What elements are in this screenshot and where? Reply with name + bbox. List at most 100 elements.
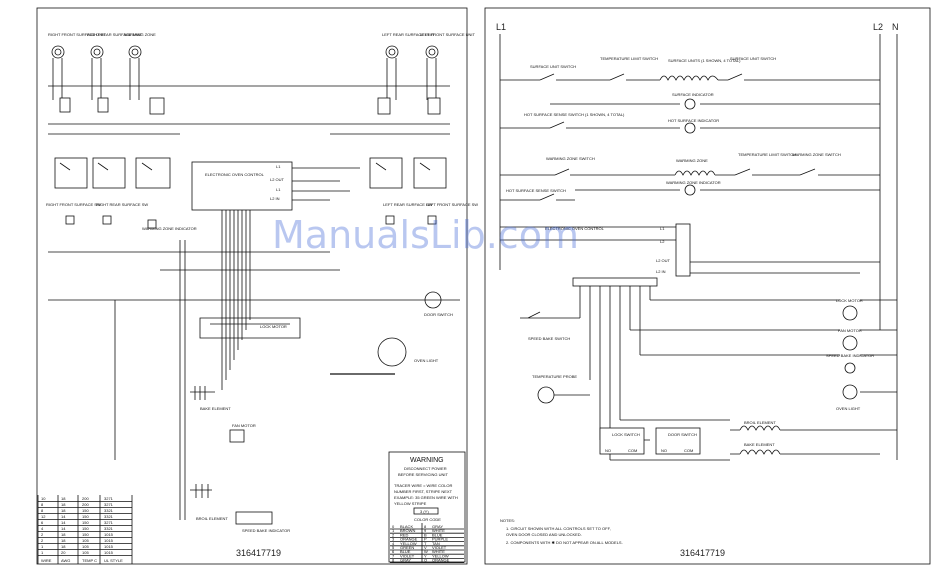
rung5-load-label: WARMING ZONE INDICATOR (666, 180, 721, 185)
note-line-2: OVEN DOOR CLOSED AND UNLOCKED. (506, 532, 582, 537)
color-code-cell: WHITE (432, 528, 445, 533)
rung6-left-label: HOT SURFACE SENSE SWITCH (506, 188, 566, 193)
wire-table-cell: 18 (61, 544, 66, 549)
bake-element-label: BAKE ELEMENT (744, 442, 775, 447)
rung1-right-label: SURFACE UNIT SWITCH (730, 56, 776, 61)
wire-table-cell: 1015 (104, 550, 114, 555)
part-number-left: 316417719 (236, 548, 281, 558)
rail-label-l1: L1 (496, 22, 506, 32)
wire-table-header: WIRE (41, 558, 52, 563)
door-switch-no: NO (661, 448, 667, 453)
color-code-cell: Y (424, 553, 427, 558)
lock-motor-label-left: LOCK MOTOR (260, 324, 287, 329)
color-code-cell: GREEN (400, 545, 414, 550)
color-code-cell: RED (400, 532, 409, 537)
color-code-cell: 8 (424, 524, 427, 529)
wire-table-cell: 150 (82, 526, 89, 531)
power-rails (499, 34, 898, 460)
wire-table-cell: 105 (82, 550, 89, 555)
color-code-cell: BLUE (400, 549, 411, 554)
rung4-left-label: WARMING ZONE SWITCH (546, 156, 595, 161)
color-code-cell: T (424, 541, 427, 546)
fan-motor-label-left: FAN MOTOR (232, 423, 256, 428)
speed-bake-switch-label: SPEED BAKE SWITCH (528, 336, 570, 341)
rail-label-n: N (892, 22, 899, 32)
wire-table-cell: 12 (41, 514, 46, 519)
lock-switch-no: NO (605, 448, 611, 453)
control-terminal-l2out: L2 OUT (270, 177, 285, 182)
wire-table-cell: 150 (82, 520, 89, 525)
door-switch-label: DOOR SWITCH (668, 432, 697, 437)
wire-table-cell: 1015 (104, 532, 114, 537)
switch-label-lf: LEFT FRONT SURFACE SW (426, 202, 478, 207)
wire-table-cell: 2 (41, 532, 44, 537)
control-connector-strip (572, 277, 658, 287)
warning-note-1: TRACER WIRE = WIRE COLOR (394, 483, 452, 488)
oc-terminal-l2out: L2 OUT (656, 258, 671, 263)
wire-table-cell: 150 (82, 508, 89, 513)
right-sheet-border (484, 7, 931, 565)
rung1-left-label: SURFACE UNIT SWITCH (530, 64, 576, 69)
color-code-cell: 3 (392, 537, 395, 542)
wire-table-cell: 3321 (104, 514, 114, 519)
color-code-cell: P (424, 537, 427, 542)
color-code-cell: YELLOW (432, 553, 449, 558)
wire-table-cell: 3321 (104, 526, 114, 531)
color-code-cell: GRAY (400, 558, 411, 563)
switch-label-rr: RIGHT REAR SURFACE SW (96, 202, 148, 207)
wire-table-header: AWG (61, 558, 70, 563)
wire-table-cell: 1015 (104, 544, 114, 549)
part-number-right: 316417719 (680, 548, 725, 558)
wire-table-cell: 1 (41, 544, 44, 549)
color-code-cell: 8 (392, 558, 395, 563)
element-label-lf: LEFT FRONT SURFACE UNIT (420, 32, 476, 37)
wire-table-cell: 200 (82, 502, 89, 507)
rung3-load-label: HOT SURFACE INDICATOR (668, 118, 719, 123)
door-switch-label-left: DOOR SWITCH (424, 312, 453, 317)
color-code-cell: ORANGE (400, 537, 418, 542)
watermark-text: ManualsLib.com (272, 213, 579, 257)
wire-table-cell: 18 (61, 502, 66, 507)
color-code-cell: TAN (432, 541, 440, 546)
color-code-cell: BLACK (400, 524, 413, 529)
wire-table-cell: 105 (82, 538, 89, 543)
wire-table-cell: 150 (82, 532, 89, 537)
color-code-cell: GRAY (432, 524, 443, 529)
warning-line-2: BEFORE SERVICING UNIT (398, 472, 448, 477)
lock-motor-label: LOCK MOTOR (836, 298, 863, 303)
element-label-wz: WARMING ZONE (124, 32, 156, 37)
oven-light-label: OVEN LIGHT (836, 406, 861, 411)
color-code-cell: W (424, 549, 428, 554)
wire-table-cell: 8 (41, 502, 44, 507)
element-left-rear: LEFT REAR SURFACE UNIT (382, 32, 435, 59)
ladder-rungs: SURFACE UNIT SWITCH TEMPERATURE LIMIT SW… (500, 56, 880, 201)
color-code-cell: 9 (424, 528, 427, 533)
rung3-left-label: HOT SURFACE SENSE SWITCH (1 SHOWN, 4 TOT… (524, 112, 625, 117)
warning-note-2: NUMBER FIRST, STRIPE NEXT (394, 489, 453, 494)
speed-bake-label-left: SPEED BAKE INDICATOR (242, 528, 290, 533)
color-code-cell: 1 (392, 528, 395, 533)
color-code-cell: 0 (392, 524, 395, 529)
color-code-cell: 5 (392, 545, 395, 550)
wire-table-cell: 3271 (104, 496, 114, 501)
color-code-title: COLOR CODE (414, 517, 441, 522)
wire-table-cell: 3321 (104, 508, 114, 513)
wire-table-cell: 14 (61, 520, 66, 525)
rung4-load-label: WARMING ZONE (676, 158, 708, 163)
lock-switch-com: COM (628, 448, 637, 453)
color-code-cell: BROWN (400, 528, 415, 533)
electronic-oven-control-left (191, 161, 293, 211)
wire-table-cell: 18 (61, 508, 66, 513)
broil-element-label-left: BROIL ELEMENT (196, 516, 228, 521)
notes-title: NOTES: (500, 518, 515, 523)
color-code-cell: V (424, 545, 427, 550)
color-code-cell: O (424, 558, 427, 563)
wire-table-header: TEMP C (82, 558, 97, 563)
oc-terminal-l2: L2 (660, 239, 665, 244)
color-code-cell: YELLOW (400, 541, 417, 546)
temperature-probe-label: TEMPERATURE PROBE (532, 374, 577, 379)
color-code-cell: 2 (392, 532, 395, 537)
top-elements: RIGHT FRONT SURFACE UNIT RIGHT REAR SURF… (48, 32, 476, 59)
